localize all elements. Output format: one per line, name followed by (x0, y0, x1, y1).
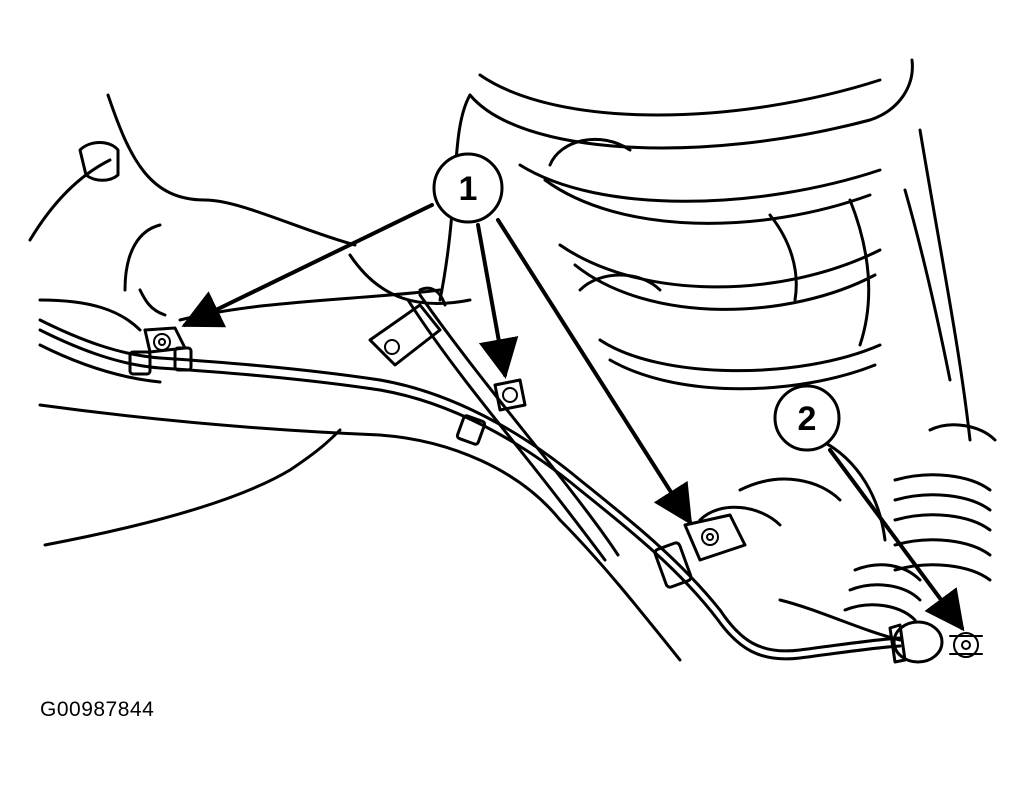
clip-bolt-3 (653, 513, 747, 589)
clip-bolt-2 (455, 378, 527, 446)
ground-terminal-bolt (888, 620, 983, 664)
figure-id-label: G00987844 (40, 698, 155, 721)
clip-bolt-1 (128, 326, 193, 376)
brake-hose (38, 318, 902, 661)
callout-1: 1 (432, 152, 504, 224)
callout-2: 2 (773, 384, 841, 452)
leader-arrows (181, 203, 965, 632)
callout-1-label: 1 (459, 170, 478, 208)
frame-outline (28, 93, 972, 662)
stabilizer-link (368, 286, 620, 562)
coil-spring (468, 58, 914, 391)
knuckle-assembly (843, 423, 997, 622)
callout-2-label: 2 (798, 400, 817, 438)
